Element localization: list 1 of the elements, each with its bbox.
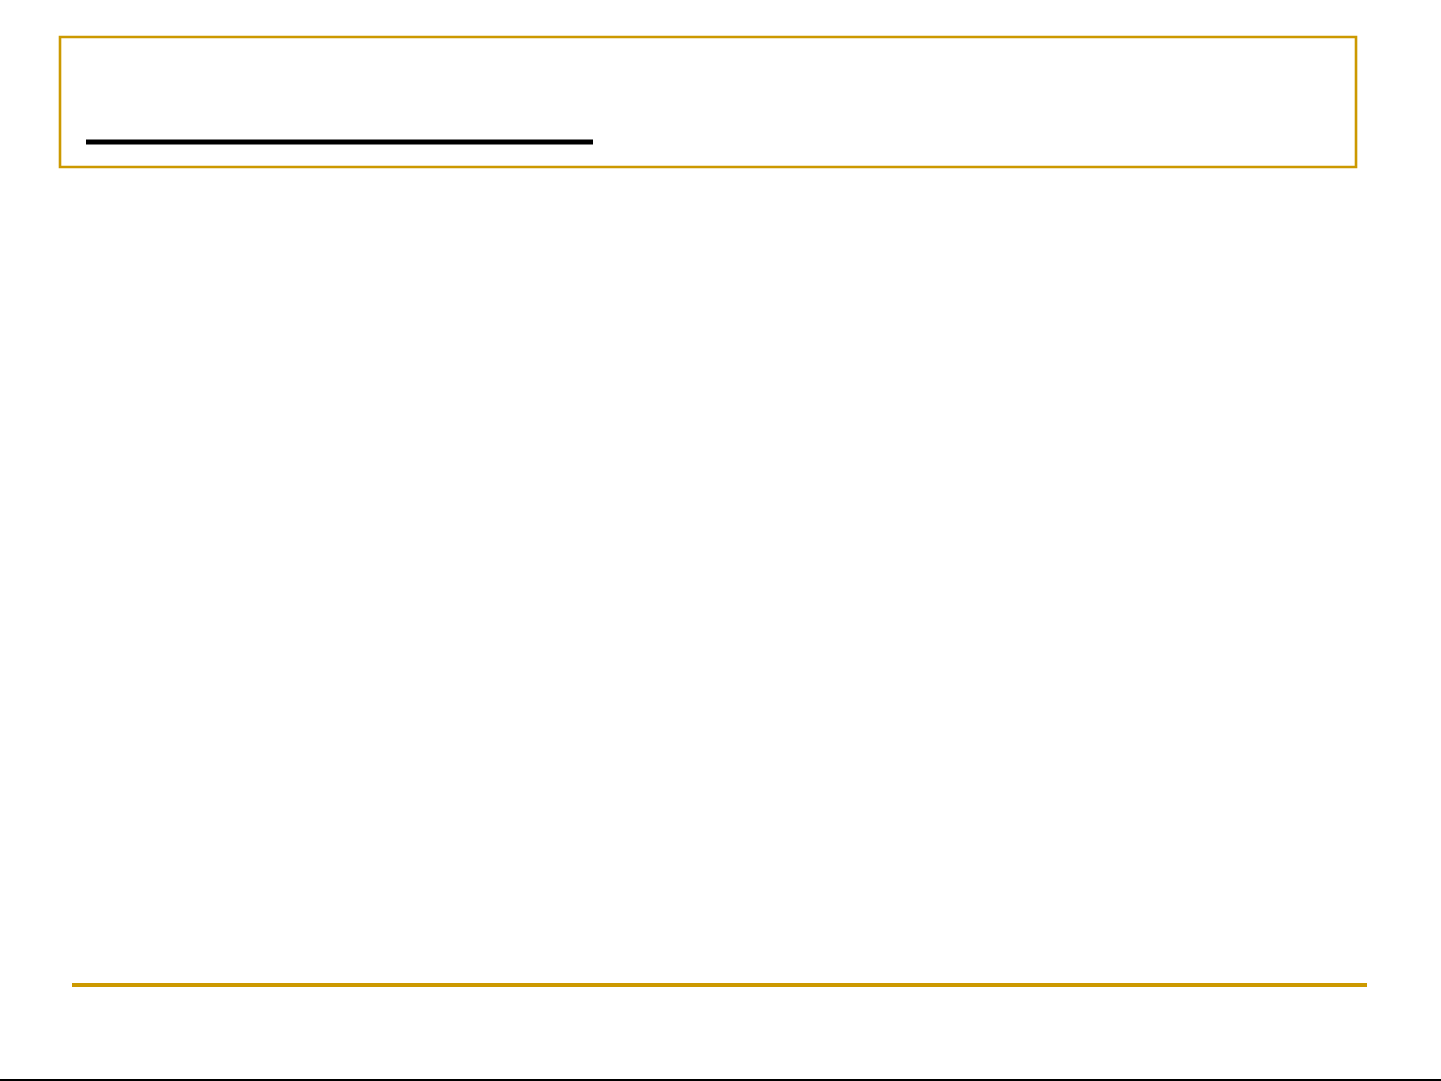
title-frame bbox=[58, 35, 1358, 169]
